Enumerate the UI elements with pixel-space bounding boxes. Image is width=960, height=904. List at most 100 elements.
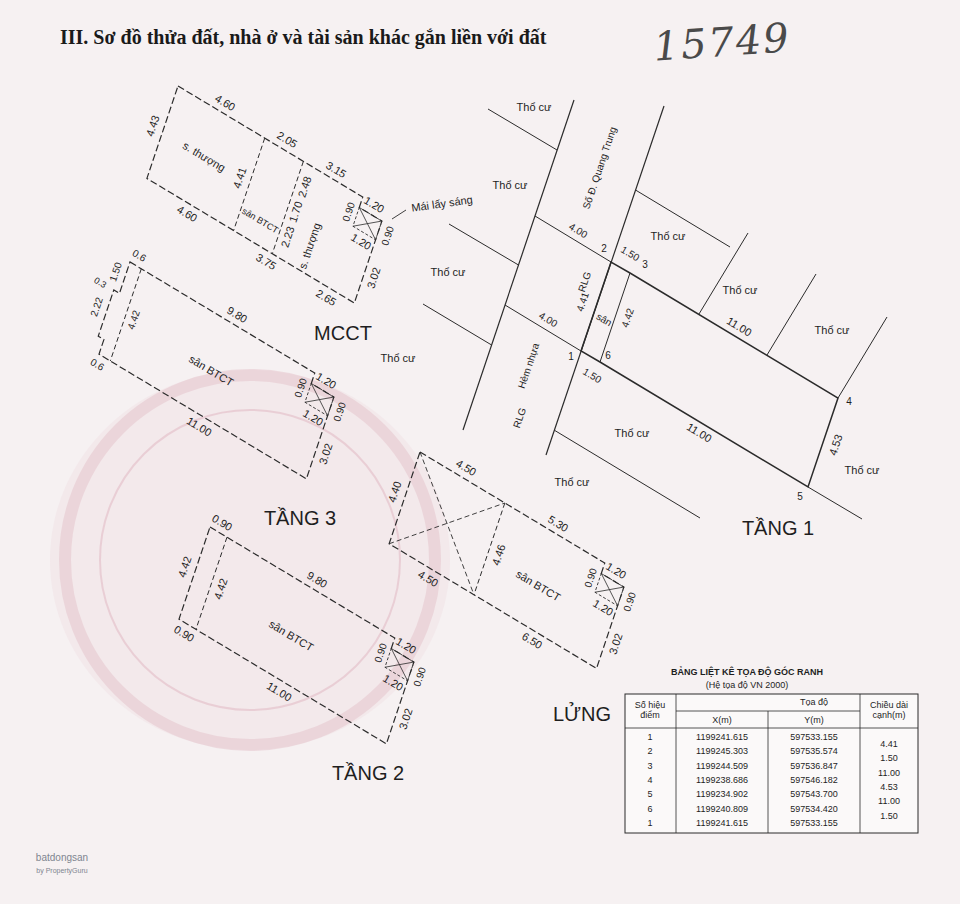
alley-width-line: [535, 216, 611, 262]
seal-wash: [50, 370, 450, 750]
table-cell: 1199241.615: [696, 818, 748, 827]
table-cell: 6: [647, 804, 652, 813]
dimension-label: 4.60: [213, 92, 237, 112]
table-cell: 11.00: [878, 797, 900, 806]
street-label: Hẻm nhựa: [517, 342, 542, 390]
table-cell: 3: [647, 761, 652, 770]
table-cell: 597543.700: [790, 790, 838, 799]
dimension-label: 0.90: [210, 512, 234, 532]
dimension-label: 1.20: [604, 561, 628, 581]
dimension-label: 0.90: [622, 591, 638, 613]
dimension-label: 11.00: [185, 415, 214, 438]
dimension-label: 0.90: [332, 401, 348, 423]
table-cell: 1199240.809: [696, 804, 748, 813]
table-cell: 11.00: [878, 768, 900, 777]
table-cell: 597536.847: [790, 761, 838, 770]
area-label: sân BTCT: [187, 354, 235, 389]
dimension-label: 11.00: [265, 680, 294, 703]
dimension-label: 0.90: [373, 642, 389, 664]
dimension-label: 4.42: [127, 309, 143, 331]
lot-line: [699, 233, 748, 314]
table-grid: [860, 694, 861, 833]
table-cell: 597546.182: [790, 775, 838, 784]
dimension-label: 4.50: [416, 568, 440, 588]
boundary-code: RLG: [512, 407, 528, 430]
dimension-label: 0.3: [93, 276, 108, 290]
dimension-label: 2.22: [89, 296, 105, 318]
dimension-label: 4.60: [175, 204, 199, 224]
table-cell: 1199234.902: [696, 790, 748, 799]
lot-line: [488, 109, 557, 150]
dimension-label: 4.40: [386, 480, 403, 504]
dimension-label: 4.41: [231, 166, 248, 190]
plan-outline: [389, 452, 624, 668]
watermark: batdongsan: [36, 853, 88, 863]
dimension-label: 9.80: [305, 570, 329, 590]
stair-symbol: [305, 397, 334, 402]
land-use-label: Thổ cư: [845, 465, 880, 476]
table-cell: 1199245.303: [696, 747, 748, 756]
table-cell: 597535.574: [790, 747, 838, 756]
dimension-label: 4.42: [620, 307, 636, 329]
dimension-label: 4.00: [537, 311, 559, 330]
dimension-label: 3.02: [317, 442, 334, 466]
dimension-label: 2.48: [296, 175, 313, 199]
dimension-label: 4.46: [490, 543, 507, 567]
table-grid: [768, 711, 769, 833]
table-cell: 5: [647, 790, 652, 799]
table-cell: 1.50: [880, 754, 898, 763]
area-label: sân: [595, 312, 614, 329]
dimension-label: 4.53: [827, 433, 844, 457]
dimension-label: 4.42: [176, 555, 193, 579]
area-label: sân BTCT: [267, 619, 315, 654]
dimension-label: 4.43: [144, 114, 161, 138]
dimension-label: 1.20: [314, 371, 338, 391]
land-use-label: Thổ cư: [493, 180, 528, 191]
dimension-label: 4.00: [567, 222, 589, 241]
dimension-label: 3.02: [365, 266, 382, 290]
table-cell: 1199241.615: [696, 733, 748, 742]
table-header: Y(m): [804, 716, 824, 725]
table-header: Tọa độ: [800, 698, 828, 707]
point-number: 1: [568, 352, 574, 362]
table-grid: [676, 711, 860, 712]
note-label: Mái lấy sáng: [411, 194, 474, 213]
point-number: 4: [846, 397, 852, 407]
table-cell: 1199244.509: [696, 761, 748, 770]
lot-line: [449, 224, 519, 265]
table-cell: 597534.420: [790, 804, 838, 813]
dimension-label: 1.20: [394, 636, 418, 656]
table-cell: 597533.155: [790, 733, 838, 742]
dimension-label: 0.90: [172, 624, 196, 644]
table-title: BẢNG LIỆT KÊ TỌA ĐỘ GÓC RANH: [671, 668, 823, 677]
table-grid: [625, 728, 918, 729]
watermark: by PropertyGuru: [36, 867, 87, 874]
floor-title: TẦNG 3: [264, 508, 336, 528]
area-label: sân BTCT: [240, 206, 279, 235]
plan-outline: [98, 262, 334, 479]
table-frame: [625, 694, 918, 833]
lot-line: [423, 304, 492, 345]
boundary-code: RLG: [577, 271, 593, 294]
handwritten-number: 15749: [652, 17, 792, 66]
lot-line: [767, 274, 816, 355]
leader-line: [392, 210, 406, 219]
land-use-label: Thổ cư: [431, 267, 466, 278]
table-cell: 1.50: [880, 811, 898, 820]
area-label: s. thượng: [297, 221, 323, 270]
table-cell: 1: [647, 733, 652, 742]
point-number: 3: [642, 260, 648, 270]
dimension-label: 2.05: [275, 130, 299, 150]
dimension-label: 3.75: [254, 252, 278, 272]
floor-title: MCCT: [314, 323, 372, 343]
dimension-label: 1.20: [301, 408, 325, 428]
table-cell: 4: [647, 775, 652, 784]
void-cross: [389, 503, 505, 544]
dimension-label: 11.00: [725, 315, 754, 338]
table-cell: 597533.155: [790, 818, 838, 827]
sheet-title: III. Sơ đồ thửa đất, nhà ở và tài sản kh…: [60, 26, 546, 48]
dimension-label: 4.50: [454, 458, 478, 478]
land-use-label: Thổ cư: [555, 477, 590, 488]
land-use-label: Thổ cư: [517, 102, 552, 113]
dimension-label: 1.70: [288, 200, 305, 224]
